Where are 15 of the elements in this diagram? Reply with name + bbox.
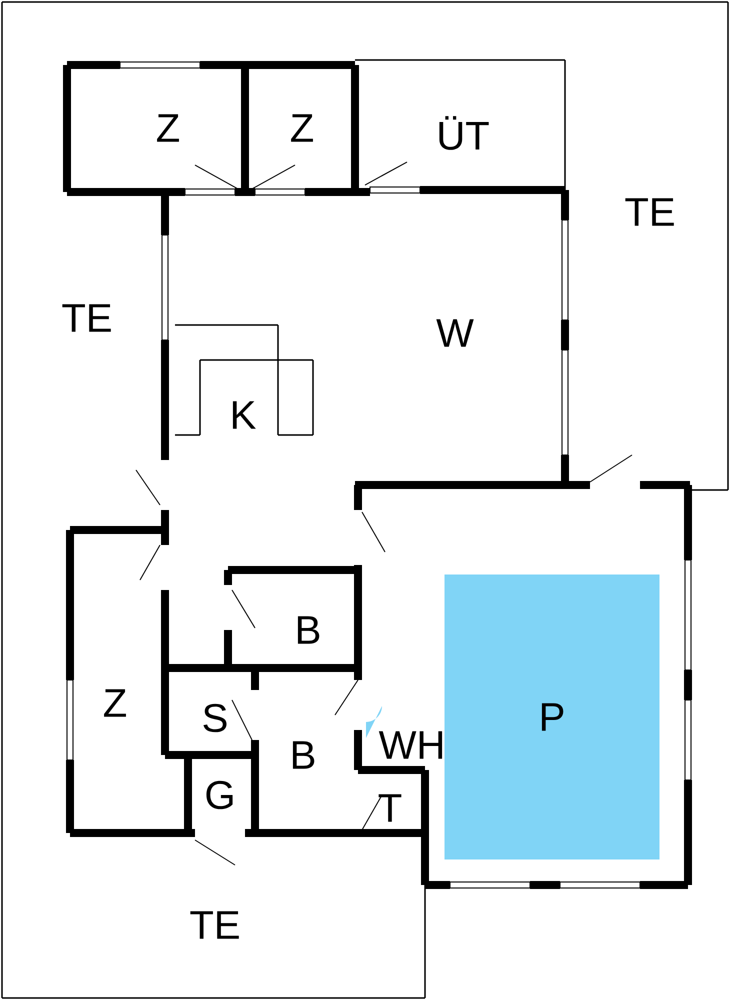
room-label: TE (625, 198, 674, 226)
room-label: TE (62, 304, 111, 332)
room-label: Z (291, 114, 313, 142)
room-label: Z (104, 689, 126, 717)
room-label: ÜT (439, 116, 489, 150)
room-label: TE (190, 911, 239, 939)
room-label: S (203, 704, 226, 732)
room-label: Z (157, 114, 179, 142)
room-label: G (206, 780, 233, 810)
room-label: W (436, 319, 474, 347)
room-label: K (232, 401, 256, 429)
room-label: T (378, 794, 402, 822)
pool: P (444, 574, 660, 860)
room-label: B (292, 741, 314, 769)
room-label: B (298, 616, 320, 644)
